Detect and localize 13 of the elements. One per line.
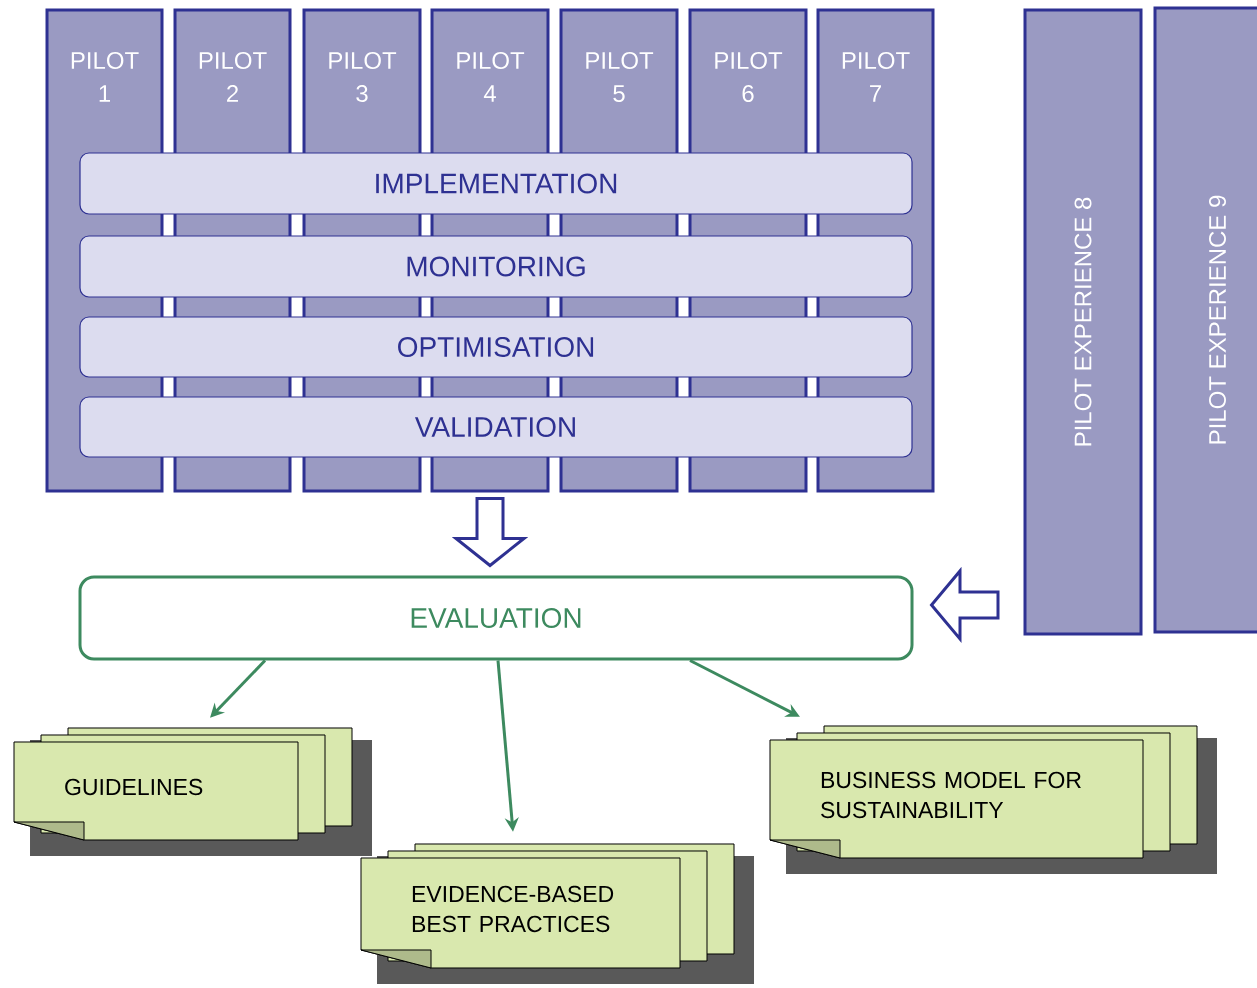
evaluation-box: EVALUATION [78,575,914,661]
pilot-column: PILOT EXPERIENCE 9 [1153,6,1257,634]
block-arrow [929,566,1000,644]
phase-band: OPTIMISATION [79,316,913,378]
pilot-column: PILOT EXPERIENCE 8 [1023,8,1143,636]
phase-band: VALIDATION [79,396,913,458]
document-stack: GUIDELINES [13,727,372,856]
block-arrow [451,497,529,568]
arrow [210,659,267,718]
phase-band: IMPLEMENTATION [79,152,913,215]
phase-band: MONITORING [79,235,913,298]
document-stack: EVIDENCE-BASED BEST PRACTICES [360,843,754,984]
document-stack: BUSINESS MODEL FOR SUSTAINABILITY [769,725,1217,874]
